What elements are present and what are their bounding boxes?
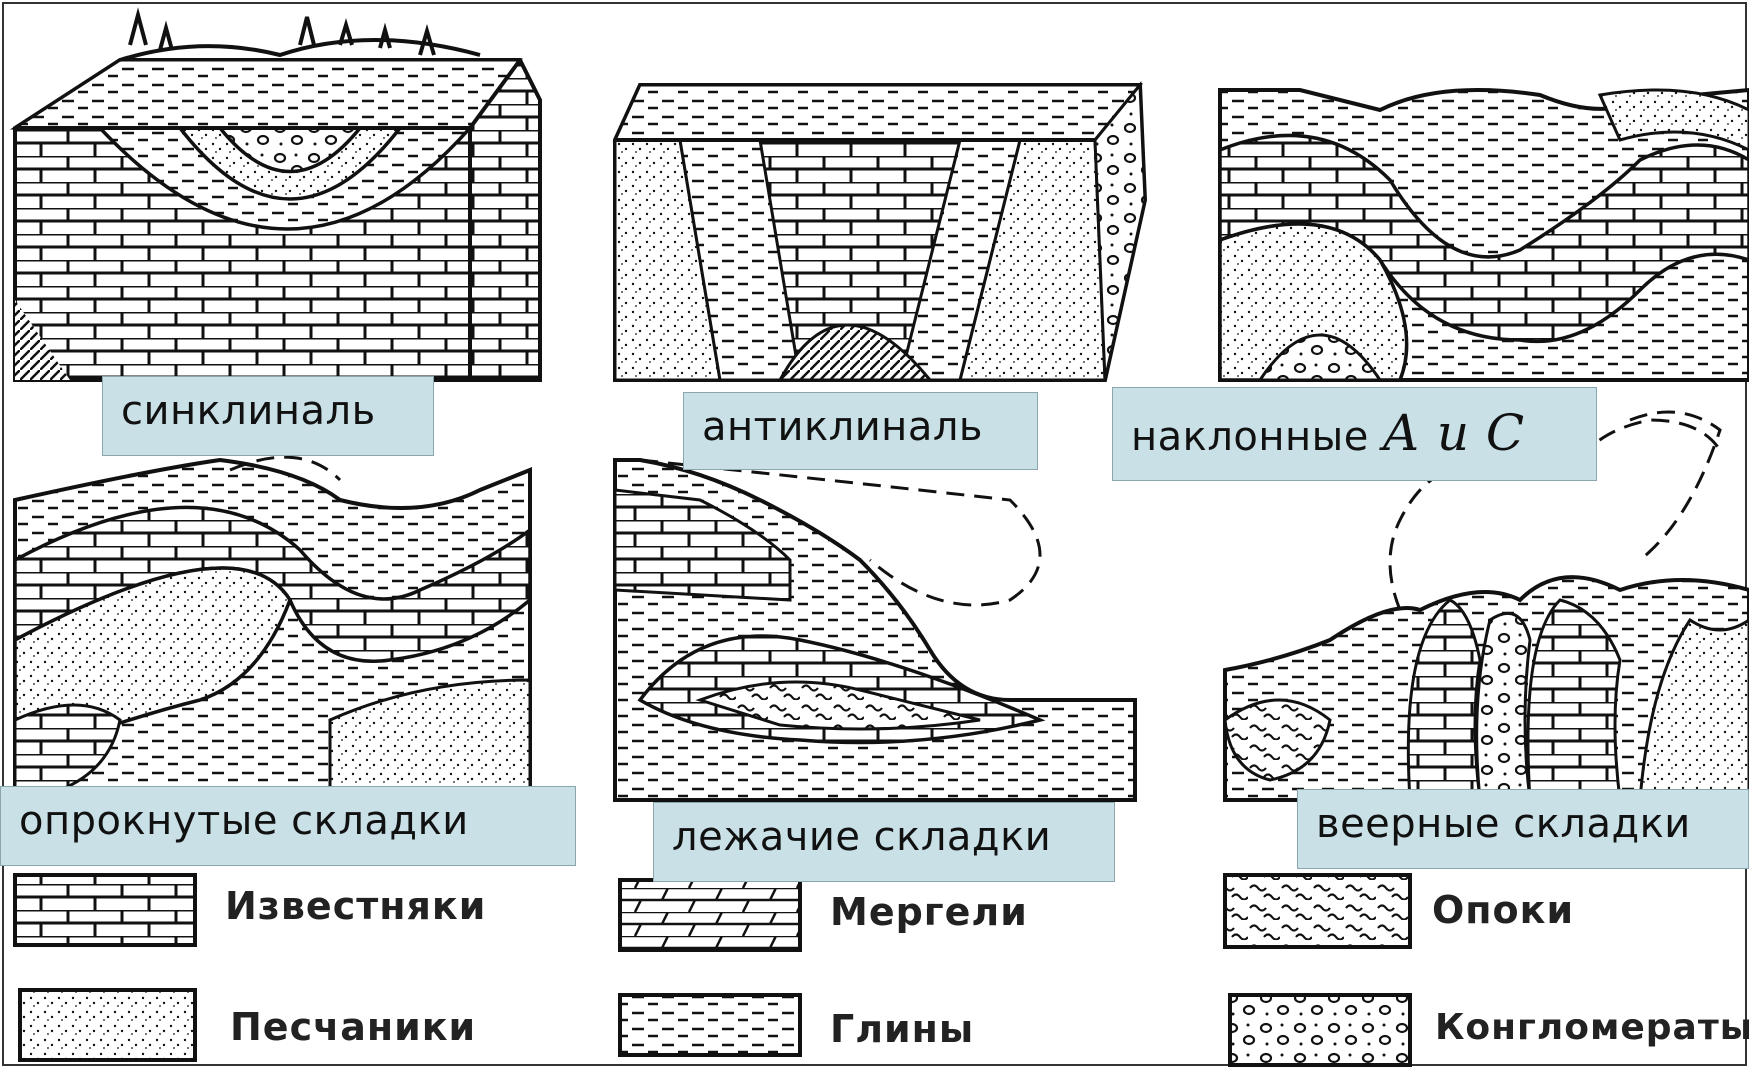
inclined-fold-section xyxy=(1220,90,1749,380)
label-recumbent-text: лежачие складки xyxy=(672,814,1051,860)
label-anticline-text: антиклиналь xyxy=(702,404,983,450)
label-overturned-text: опрокнутые складки xyxy=(19,798,469,844)
anticline-block-diagram xyxy=(615,85,1145,380)
label-inclined-letters: А и С xyxy=(1382,404,1525,462)
legend-swatch-limestone xyxy=(15,875,195,945)
legend-opoka: Опоки xyxy=(1432,888,1574,932)
label-syncline: синклиналь xyxy=(102,376,434,456)
legend-marl: Мергели xyxy=(830,890,1028,934)
legend-conglomerate: Конгломераты xyxy=(1435,1007,1749,1048)
legend-sandstone: Песчаники xyxy=(230,1005,476,1049)
label-recumbent: лежачие складки xyxy=(653,802,1115,882)
legend-limestone: Известняки xyxy=(225,884,486,928)
legend-swatch-conglomerate xyxy=(1230,995,1410,1065)
legend-clay: Глины xyxy=(830,1007,974,1051)
label-fan: веерные складки xyxy=(1297,789,1749,869)
legend-swatch-opoka xyxy=(1225,875,1410,947)
legend-swatch-sandstone xyxy=(20,990,195,1060)
label-overturned: опрокнутые складки xyxy=(0,786,576,866)
label-syncline-text: синклиналь xyxy=(121,388,376,434)
label-inclined: наклонные А и С xyxy=(1112,387,1597,481)
label-fan-text: веерные складки xyxy=(1316,801,1691,847)
legend-swatch-clay xyxy=(620,995,800,1055)
overturned-fold-section xyxy=(15,457,530,790)
recumbent-fold-section xyxy=(615,460,1135,800)
label-anticline: антиклиналь xyxy=(683,392,1038,470)
legend-swatch-marl xyxy=(620,880,800,950)
syncline-block-diagram xyxy=(15,15,540,380)
label-inclined-text: наклонные xyxy=(1131,414,1369,460)
